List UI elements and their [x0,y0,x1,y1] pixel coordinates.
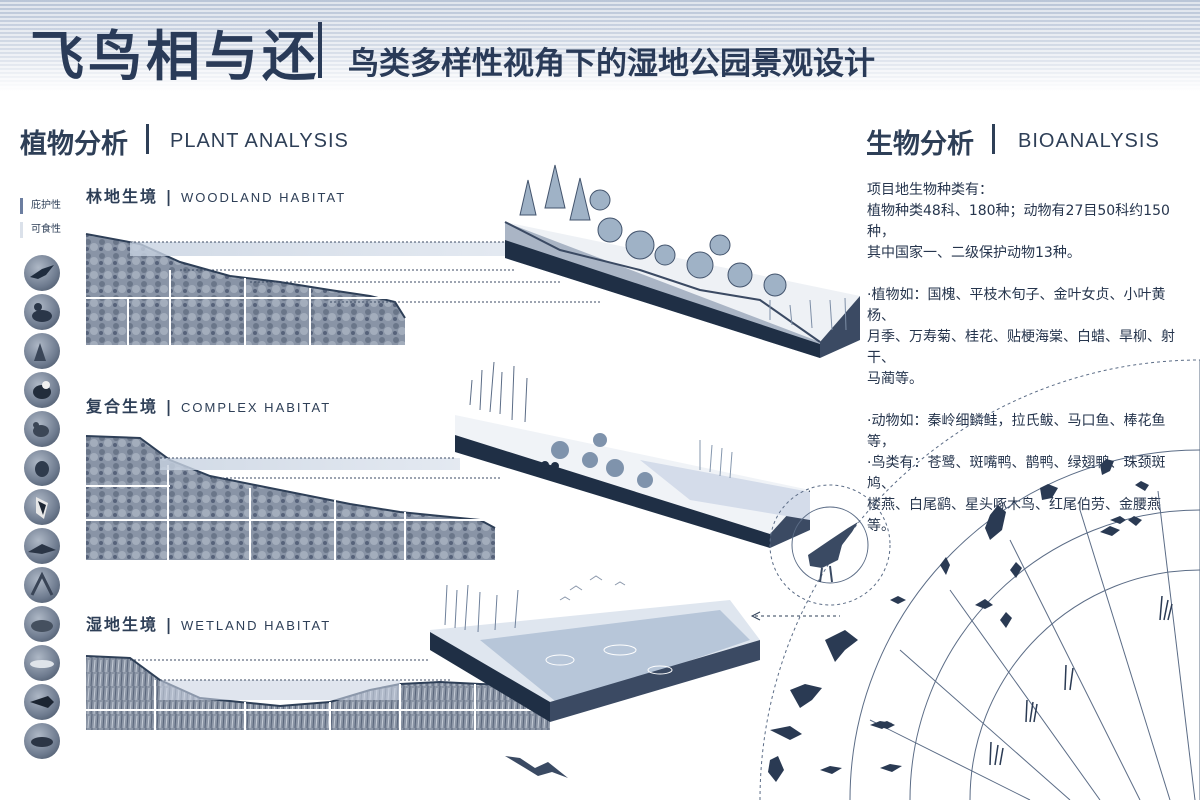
species-photo-7 [24,489,60,525]
plant-analysis-divider [146,124,149,154]
complex-photo-collage [85,435,500,560]
species-photo-2 [24,294,60,330]
bio-line: 楼燕、白尾鹞、星头啄木鸟、红尾伯劳、金腰燕等。 [867,497,1161,534]
species-photo-13 [24,723,60,759]
bio-line: 植物种类48科、180种；动物有27目50科约150种， [867,203,1170,240]
bio-line: ·植物如：国槐、平枝木旬子、金叶女贞、小叶黄杨、 [867,287,1166,324]
species-photo-9 [24,567,60,603]
species-photo-4 [24,372,60,408]
species-photo-6 [24,450,60,486]
wetland-habitat-title: 湿地生境 | WETLAND HABITAT [86,615,332,634]
title-separator [318,22,322,78]
bio-line: ·动物如：秦岭细鳞鲑，拉氏鲅、马口鱼、棒花鱼等， [867,413,1166,450]
heron-icon [808,522,858,583]
species-photo-8 [24,528,60,564]
fish-silhouettes [875,516,1126,729]
woodland-habitat-title: 林地生境 | WOODLAND HABITAT [86,187,347,206]
arrow-indicator [750,611,840,621]
reed-silhouettes [989,595,1173,766]
main-title: 飞鸟相与还 [30,25,320,88]
bio-line: 项目地生物种类有： [867,182,993,198]
species-photo-5 [24,411,60,447]
wetland-photo-collage [85,655,551,730]
plant-analysis-title: 植物分析 [20,129,128,160]
species-radial-diagram [759,359,1200,800]
complex-isometric-block [455,361,810,548]
species-photo-10 [24,606,60,642]
species-photo-1 [24,255,60,291]
bio-line: 其中国家一、二级保护动物13种。 [867,245,1081,261]
header-band [0,0,1200,92]
bio-line: 马蔺等。 [867,371,923,387]
woodland-photo-collage [85,233,600,345]
species-photo-11 [24,645,60,681]
species-photo-12 [24,684,60,720]
complex-habitat-title: 复合生境 | COMPLEX HABITAT [86,397,332,416]
woodland-isometric-block [504,164,860,358]
seagull-icon [505,756,568,778]
bioanalysis-divider [992,124,995,154]
species-photo-3 [24,333,60,369]
bioanalysis-title: 生物分析 [866,129,974,160]
bio-line: 月季、万寿菊、桂花、贴梗海棠、白蜡、旱柳、射干、 [867,329,1175,366]
bioanalysis-text: 项目地生物种类有： 植物种类48科、180种；动物有27目50科约150种， 其… [867,180,1187,537]
plant-analysis-title-en: PLANT ANALYSIS [170,130,349,152]
subtitle: 鸟类多样性视角下的湿地公园景观设计 [348,46,875,82]
bioanalysis-title-en: BIOANALYSIS [1018,130,1160,152]
wetland-isometric-block [430,575,760,722]
legend-edible: 可食性 [20,222,61,238]
legend-shelter: 庇护性 [20,198,61,214]
